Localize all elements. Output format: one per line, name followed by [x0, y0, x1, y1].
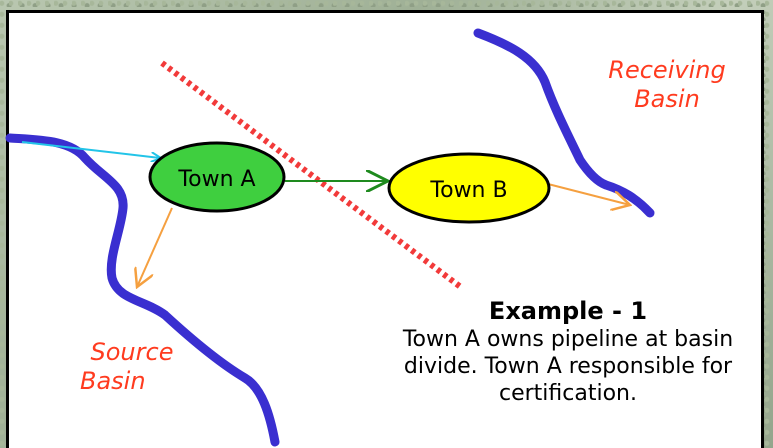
receiving-basin-label-line1: Receiving [608, 56, 726, 84]
town-a-node [148, 141, 286, 213]
source-basin-label-line1: Source [90, 338, 174, 366]
example-caption: Example - 1 Town A owns pipeline at basi… [390, 296, 746, 407]
basin-divide-line [160, 60, 464, 291]
town-b-node [387, 152, 551, 224]
receiving-river [473, 28, 655, 218]
receiving-basin-label-line2: Basin [634, 85, 700, 113]
example-title: Example - 1 [488, 297, 648, 325]
receiving-basin-label: Receiving Basin [592, 56, 742, 114]
source-basin-label: Source Basin [72, 338, 192, 396]
town-a-label: Town A [177, 167, 255, 192]
town-b-label: Town B [429, 178, 507, 203]
inflow-arrow [21, 141, 160, 158]
example-description: Town A owns pipeline at basin divide. To… [402, 327, 734, 406]
source-basin-label-line2: Basin [80, 367, 146, 395]
receiving-discharge-arrow [547, 183, 630, 205]
source-return-arrow [137, 207, 173, 287]
source-river [5, 133, 280, 447]
diagram-panel [6, 10, 764, 448]
